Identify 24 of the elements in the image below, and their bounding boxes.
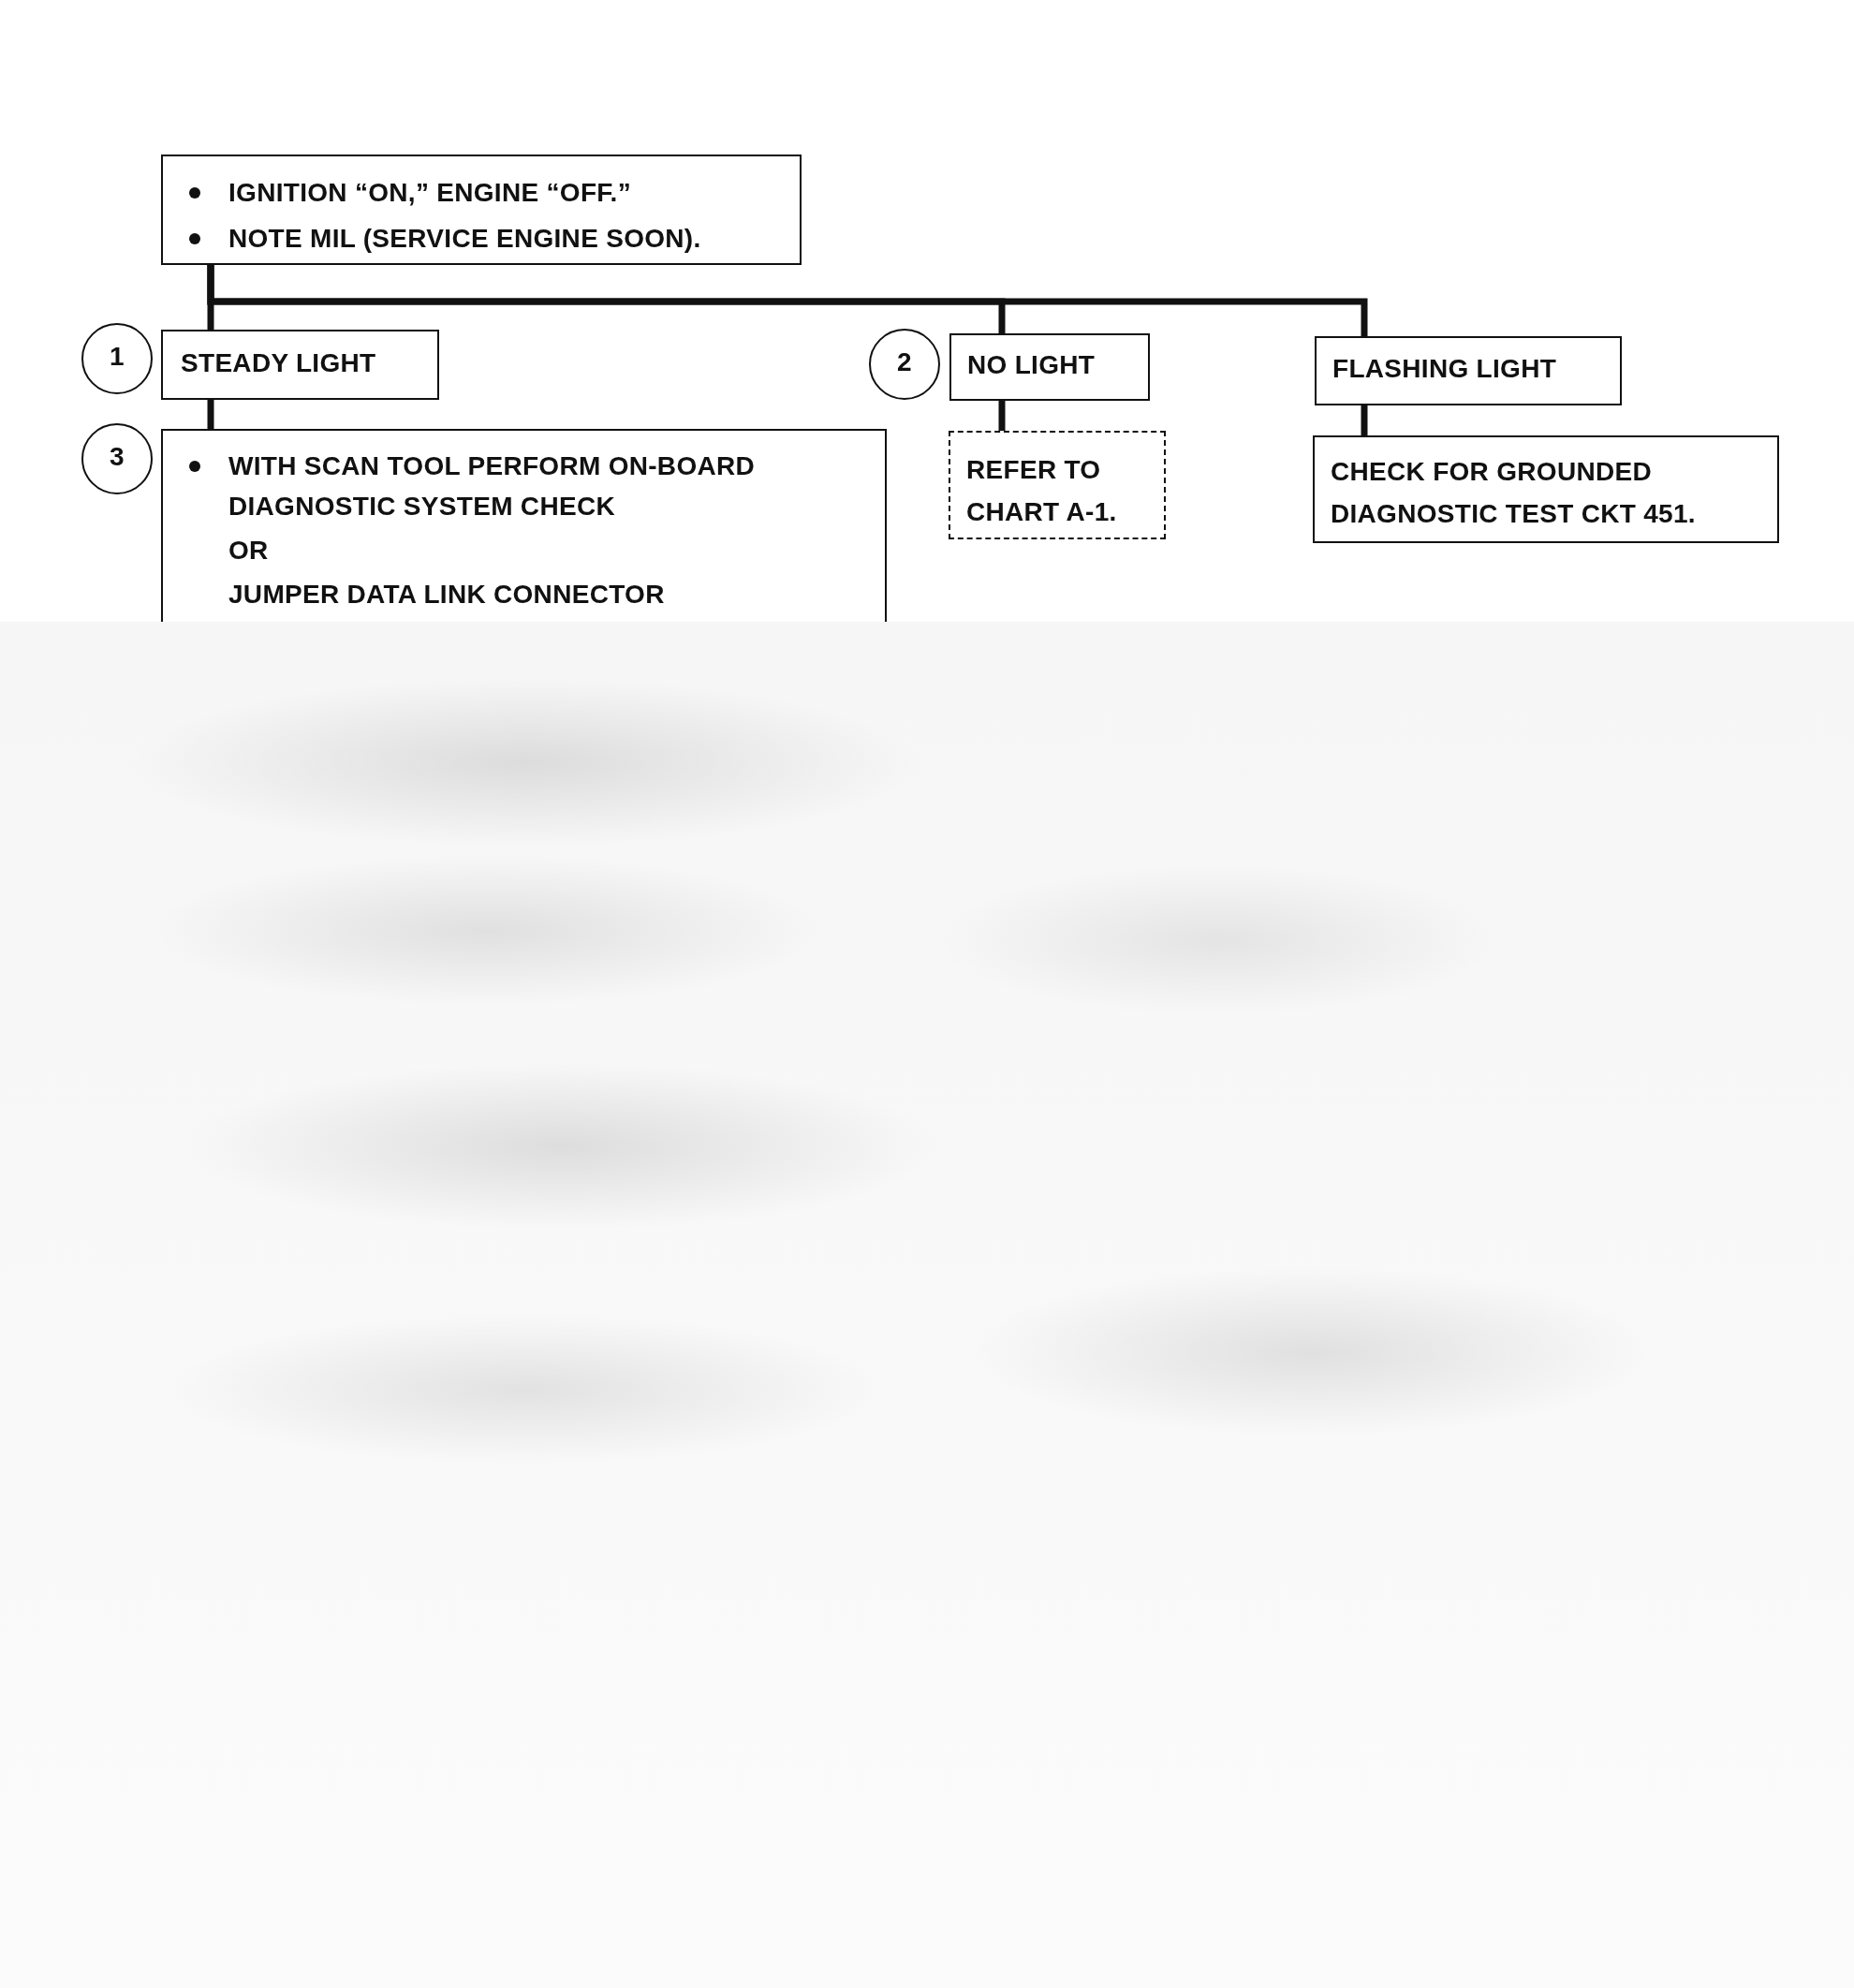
result-box <box>161 330 439 400</box>
instruction-box <box>161 429 887 622</box>
instruction-box <box>161 155 802 265</box>
instruction-text: OR <box>228 535 269 567</box>
instruction-box <box>1313 435 1779 543</box>
reference-box <box>949 431 1166 539</box>
connector-line <box>1361 405 1368 435</box>
result-label: FLASHING LIGHT <box>1332 353 1557 385</box>
result-box <box>1315 336 1622 405</box>
reference-text: REFER TO CHART A-1. <box>966 454 1118 528</box>
connector-line <box>207 265 1368 336</box>
result-box <box>949 333 1150 401</box>
instruction-text: WITH SCAN TOOL PERFORM ON-BOARD DIAGNOSTIC SYSTEM CHECK <box>228 450 757 523</box>
instruction-text: NOTE MIL (SERVICE ENGINE SOON). <box>228 223 701 255</box>
result-label: STEADY LIGHT <box>181 346 376 379</box>
step-number: 1 <box>110 341 125 373</box>
connector-line <box>207 400 214 429</box>
connector-line <box>998 401 1006 431</box>
step-number: 3 <box>110 441 125 473</box>
result-label: NO LIGHT <box>967 349 1096 381</box>
instruction-text: CHECK FOR GROUNDED DIAGNOSTIC TEST CKT 451. <box>1331 456 1697 530</box>
instruction-text: JUMPER DATA LINK CONNECTOR <box>228 579 665 611</box>
step-number: 2 <box>897 346 912 378</box>
instruction-text: IGNITION “ON,” ENGINE “OFF.” <box>228 177 631 209</box>
